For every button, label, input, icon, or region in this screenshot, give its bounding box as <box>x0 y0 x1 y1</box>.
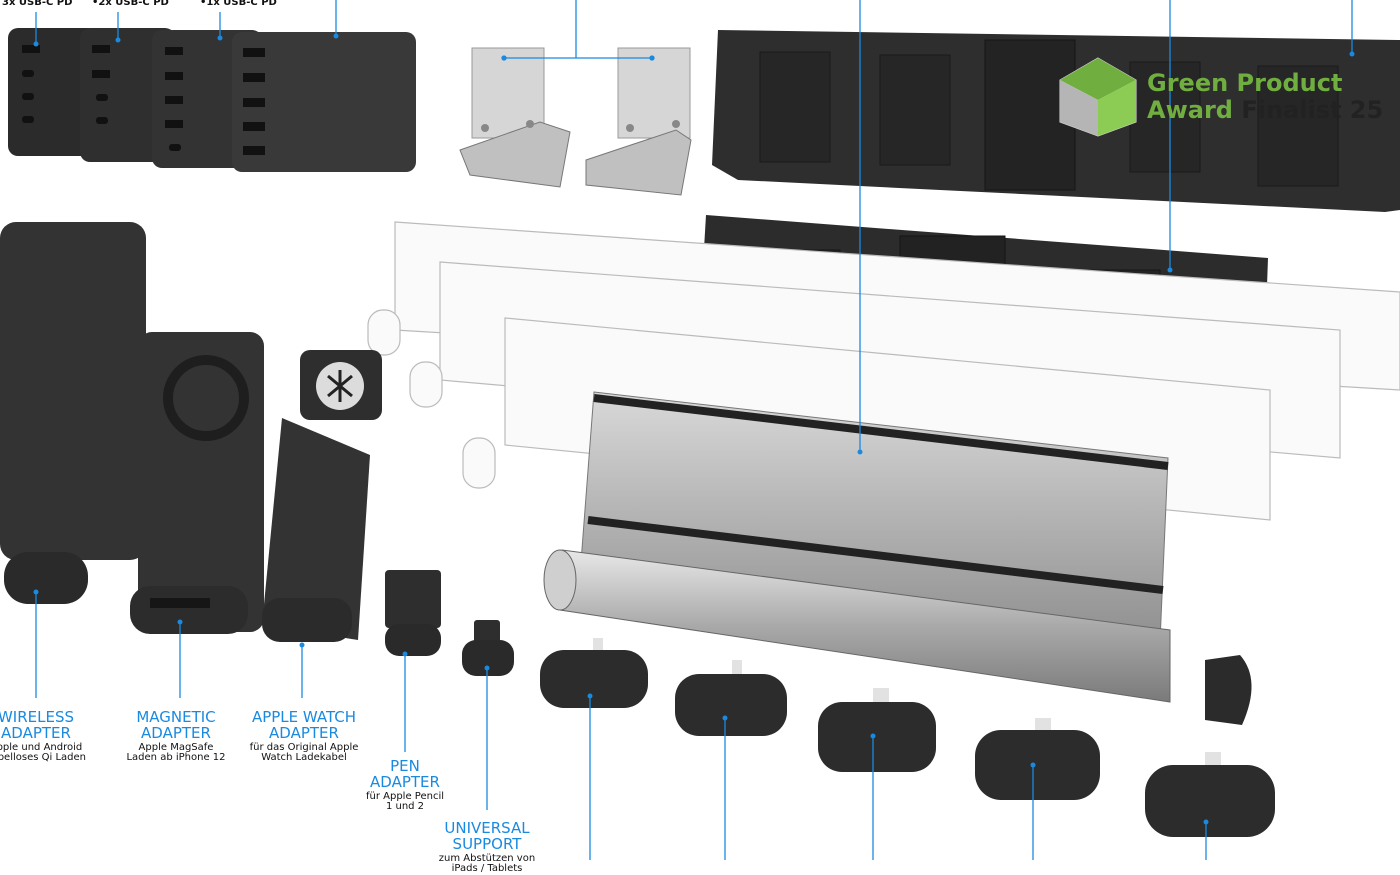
universal-support-label: UNIVERSAL SUPPORT zum Abstützen von iPad… <box>425 820 549 874</box>
watch-sub-1: für das Original Apple <box>249 742 359 753</box>
magnetic-title-1: MAGNETIC <box>136 708 216 726</box>
aluminium-rail <box>543 391 1171 703</box>
award-text: Green Product Award Finalist 25 <box>1147 70 1383 124</box>
award-line-2b: Finalist 25 <box>1241 96 1384 124</box>
magnetic-sub-1: Apple MagSafe <box>138 742 214 753</box>
pen-title-1: PEN <box>390 757 420 775</box>
magnetic-title-2: ADAPTER <box>141 724 211 742</box>
end-cap <box>1205 655 1252 725</box>
apple-watch-adapter-label: APPLE WATCH ADAPTER für das Original App… <box>240 709 368 763</box>
pen-title-2: ADAPTER <box>370 773 440 791</box>
charger-note-2: •2x USB-C PD <box>92 0 169 8</box>
magnetic-sub-2: Laden ab iPhone 12 <box>126 752 226 763</box>
charger-note-3: •1x USB-C PD <box>200 0 277 8</box>
pen-sub-1: für Apple Pencil <box>365 791 444 802</box>
top-rail-panel <box>712 30 1400 212</box>
universal-sub-1: zum Abstützen von <box>438 853 536 864</box>
charger-note-1: 3x USB-C PD <box>2 0 73 8</box>
wireless-title-2: ADAPTER <box>1 724 71 742</box>
pen-adapter-illustration <box>385 570 441 656</box>
magnetic-adapter-illustration <box>130 332 264 634</box>
award-line-1: Green Product <box>1147 69 1343 97</box>
universal-support-illustration <box>462 620 514 676</box>
charger-callout-lines <box>35 0 337 44</box>
universal-sub-2: iPads / Tablets <box>451 863 523 874</box>
watch-title-1: APPLE WATCH <box>251 708 357 726</box>
universal-title-1: UNIVERSAL <box>444 819 530 837</box>
wireless-sub-1: Apple und Android <box>0 742 83 753</box>
callout-dots <box>33 33 1355 825</box>
apple-watch-adapter-illustration <box>262 350 382 642</box>
universal-title-2: SUPPORT <box>452 835 522 853</box>
award-logo-icon <box>1059 57 1137 137</box>
watch-title-2: ADAPTER <box>269 724 339 742</box>
callout-lines <box>35 0 1353 860</box>
wireless-adapter-illustration <box>0 222 146 604</box>
magnetic-adapter-label: MAGNETIC ADAPTER Apple MagSafe Laden ab … <box>116 709 236 763</box>
wall-brackets <box>459 47 692 196</box>
pen-sub-2: 1 und 2 <box>385 801 425 812</box>
bracket-callout-lines <box>501 0 655 61</box>
wireless-sub-2: kabelloses Qi Laden <box>0 752 87 763</box>
pen-adapter-label: PEN ADAPTER für Apple Pencil 1 und 2 <box>345 758 465 812</box>
watch-sub-2: Watch Ladekabel <box>261 752 347 763</box>
wireless-title-1: WIRELESS <box>0 708 75 726</box>
award-line-2a: Award <box>1147 96 1233 124</box>
usb-charger-group <box>8 28 416 172</box>
wireless-adapter-label: WIRELESS ADAPTER Apple und Android kabel… <box>0 709 96 763</box>
connector-adapters <box>540 638 1275 837</box>
